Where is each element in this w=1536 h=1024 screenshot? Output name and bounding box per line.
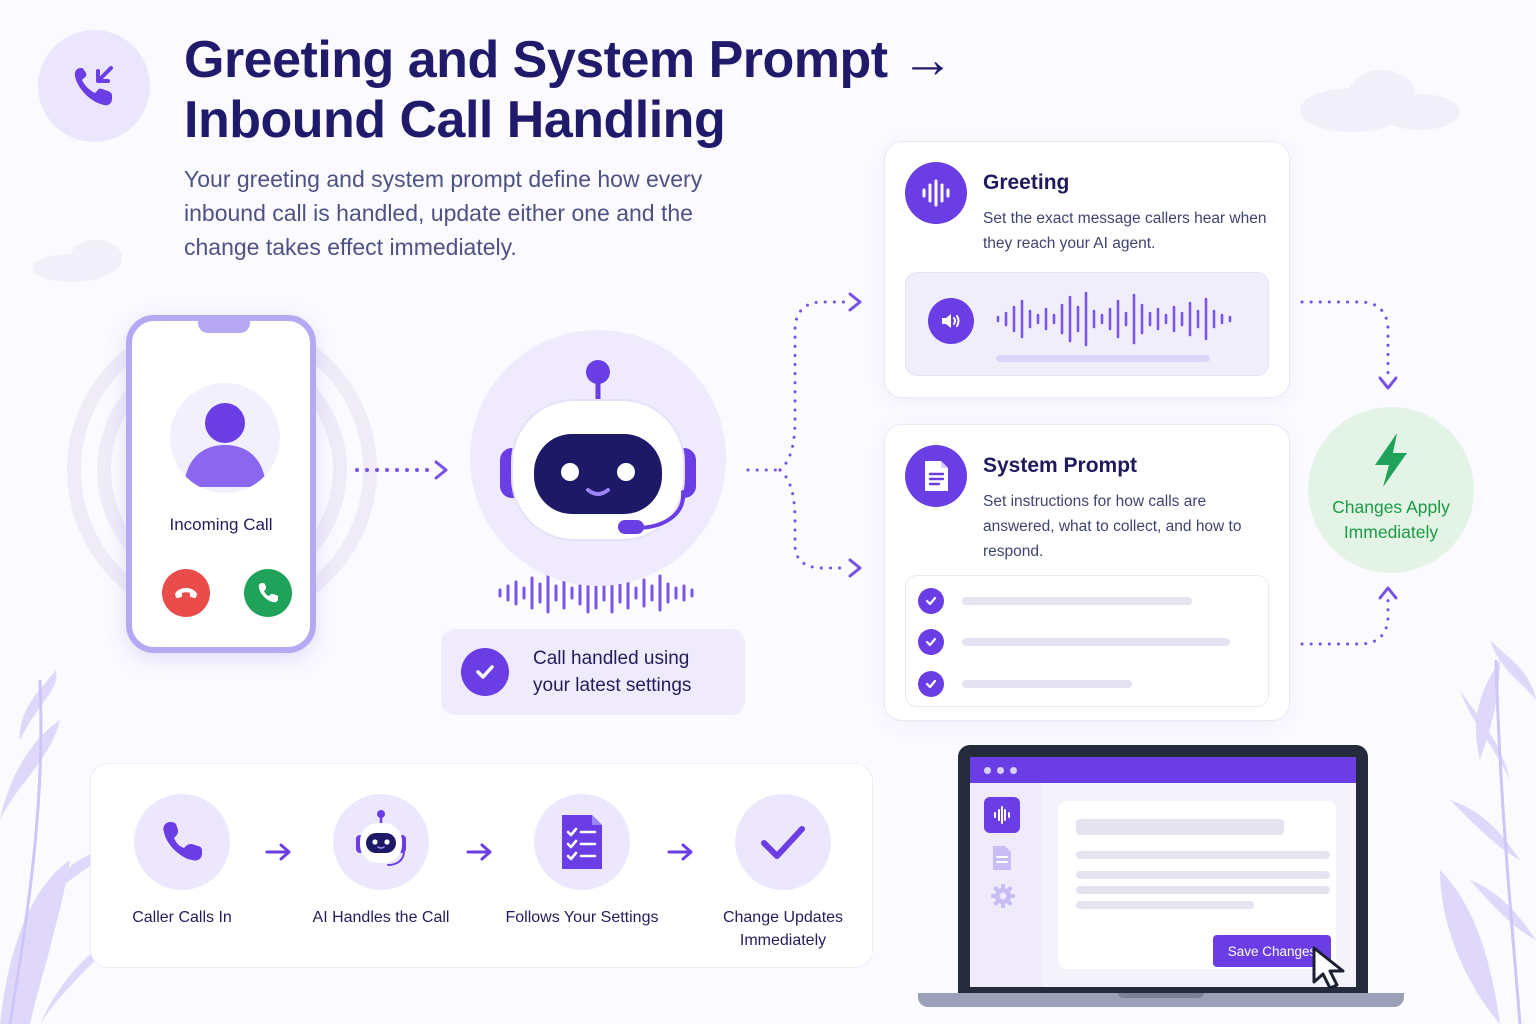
phone-notch bbox=[198, 319, 250, 333]
checkmark-icon bbox=[918, 588, 944, 614]
step-label-line-1: Change Updates bbox=[722, 909, 844, 926]
accept-call-button[interactable] bbox=[244, 569, 292, 617]
window-dot bbox=[1010, 767, 1017, 774]
laptop-base-notch bbox=[1118, 993, 1204, 998]
content-placeholder-bar bbox=[1076, 886, 1330, 894]
robot-icon bbox=[333, 794, 429, 890]
save-changes-button[interactable]: Save Changes bbox=[1213, 935, 1331, 967]
greeting-waveform bbox=[996, 291, 1232, 347]
phone-icon bbox=[258, 583, 278, 603]
speaker-icon bbox=[942, 314, 960, 328]
content-placeholder-bar bbox=[1076, 871, 1330, 879]
system-prompt-card: System Prompt Set instructions for how c… bbox=[884, 424, 1290, 721]
step-label-line-2: Immediately bbox=[739, 932, 827, 949]
checklist-placeholder-line bbox=[962, 680, 1132, 688]
changes-line-2: Immediately bbox=[1343, 522, 1439, 542]
system-prompt-title: System Prompt bbox=[983, 454, 1138, 477]
laptop-screen: Save Changes bbox=[958, 745, 1368, 993]
changes-apply-badge: Changes Apply Immediately bbox=[1308, 407, 1474, 573]
sidebar-audio-wave-icon[interactable] bbox=[984, 797, 1020, 833]
handled-line-2: your latest settings bbox=[533, 675, 692, 696]
step-label: AI Handles the Call bbox=[312, 909, 450, 926]
arrow-right-icon bbox=[265, 843, 291, 861]
audio-wave-icon bbox=[905, 162, 967, 224]
step-caller-calls-in: Caller Calls In bbox=[82, 794, 282, 929]
handled-line-1: Call handled using bbox=[533, 648, 690, 669]
ai-robot-icon bbox=[500, 360, 696, 541]
incoming-call-phone: Incoming Call bbox=[126, 315, 316, 653]
step-label: Change Updates Immediately bbox=[683, 906, 883, 952]
content-placeholder-bar bbox=[1076, 851, 1330, 859]
mouse-cursor-icon bbox=[1312, 946, 1345, 990]
header-phone-incoming-icon bbox=[38, 30, 150, 142]
settings-app-window: Save Changes bbox=[970, 757, 1356, 987]
call-handled-card: Call handled using your latest settings bbox=[441, 629, 745, 715]
checkmark-icon bbox=[918, 671, 944, 697]
window-dot bbox=[984, 767, 991, 774]
changes-line-1: Changes Apply bbox=[1332, 497, 1450, 517]
checklist-icon bbox=[534, 794, 630, 890]
page-title: Greeting and System Prompt → Inbound Cal… bbox=[184, 30, 984, 150]
title-line-1: Greeting and System Prompt → bbox=[184, 31, 954, 89]
checklist-item bbox=[918, 629, 1248, 655]
phone-hangup-icon bbox=[175, 588, 197, 598]
arrow-right-icon bbox=[466, 843, 492, 861]
checklist-item bbox=[918, 671, 1248, 697]
greeting-description: Set the exact message callers hear when … bbox=[983, 210, 1267, 252]
laptop-base bbox=[918, 993, 1404, 1007]
decline-call-button[interactable] bbox=[162, 569, 210, 617]
step-label: Follows Your Settings bbox=[505, 909, 659, 926]
checkmark-icon bbox=[918, 629, 944, 655]
checklist-placeholder-line bbox=[962, 638, 1230, 646]
greeting-title: Greeting bbox=[983, 171, 1070, 194]
sidebar-gear-icon[interactable] bbox=[990, 883, 1016, 909]
app-title-bar bbox=[970, 757, 1356, 783]
greeting-card: Greeting Set the exact message callers h… bbox=[884, 141, 1290, 398]
title-line-2: Inbound Call Handling bbox=[184, 91, 726, 149]
lightning-icon bbox=[1375, 433, 1407, 487]
play-greeting-button[interactable] bbox=[928, 298, 974, 344]
process-steps-panel: Caller Calls In AI Handles the Call bbox=[90, 763, 873, 968]
step-follows-settings: Follows Your Settings bbox=[482, 794, 682, 929]
content-placeholder-bar bbox=[1076, 901, 1254, 909]
caller-avatar bbox=[170, 383, 280, 493]
checkmark-icon bbox=[461, 648, 509, 696]
step-label: Caller Calls In bbox=[132, 909, 232, 926]
sidebar-document-icon[interactable] bbox=[990, 845, 1014, 871]
greeting-audio-player bbox=[905, 272, 1269, 376]
incoming-call-label: Incoming Call bbox=[169, 515, 273, 534]
content-placeholder-bar bbox=[1076, 819, 1284, 835]
step-change-updates: Change Updates Immediately bbox=[683, 794, 883, 952]
call-handled-text: Call handled using your latest settings bbox=[533, 645, 733, 699]
document-icon bbox=[905, 445, 967, 507]
arrow-right-icon bbox=[667, 843, 693, 861]
checklist-item bbox=[918, 588, 1248, 614]
step-ai-handles-call: AI Handles the Call bbox=[281, 794, 481, 929]
changes-apply-text: Changes Apply Immediately bbox=[1332, 495, 1450, 545]
page-subtitle: Your greeting and system prompt define h… bbox=[184, 166, 703, 260]
window-dot bbox=[997, 767, 1004, 774]
checklist-placeholder-line bbox=[962, 597, 1192, 605]
system-prompt-description: Set instructions for how calls are answe… bbox=[983, 493, 1242, 560]
phone-icon bbox=[134, 794, 230, 890]
system-prompt-checklist bbox=[905, 575, 1269, 707]
checkmark-icon bbox=[735, 794, 831, 890]
greeting-audio-progress[interactable] bbox=[996, 355, 1210, 362]
